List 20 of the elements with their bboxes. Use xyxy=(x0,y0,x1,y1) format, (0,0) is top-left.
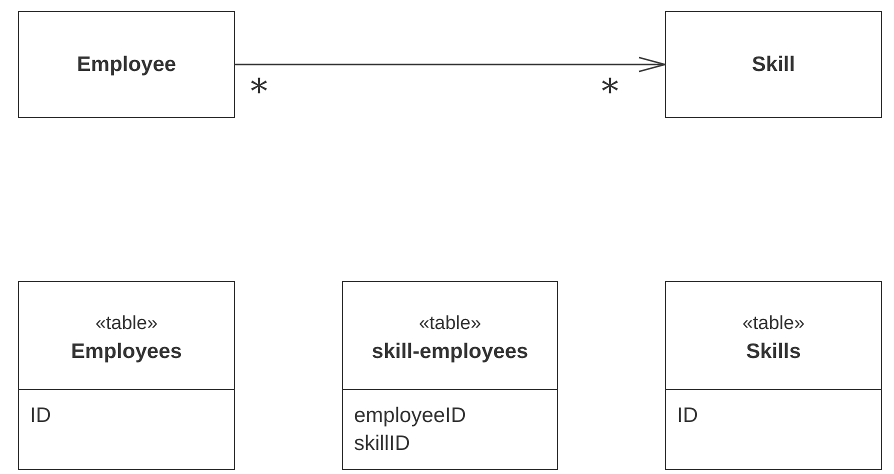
stereotype-text: «table» xyxy=(742,312,805,336)
table-name: skill-employees xyxy=(372,338,528,364)
table-box xyxy=(665,281,882,470)
table-name: Employees xyxy=(71,338,182,364)
stereotype-text: «table» xyxy=(418,312,482,336)
association-arrow xyxy=(235,56,666,72)
attribute-text: employeeID xyxy=(354,403,466,429)
stereotype-text: «table» xyxy=(95,312,158,336)
attribute-text: skillID xyxy=(354,431,410,457)
multiplicity-label: * xyxy=(602,74,618,109)
class-box xyxy=(665,11,882,118)
class-box xyxy=(18,11,235,118)
class-name: Employee xyxy=(76,52,176,78)
multiplicity-label: * xyxy=(250,74,268,109)
table-box xyxy=(18,281,235,470)
table-name: Skills xyxy=(746,338,801,364)
attribute-text: ID xyxy=(30,403,51,429)
class-name: Skill xyxy=(752,52,796,78)
attribute-text: ID xyxy=(677,403,698,429)
table-box xyxy=(342,281,558,470)
